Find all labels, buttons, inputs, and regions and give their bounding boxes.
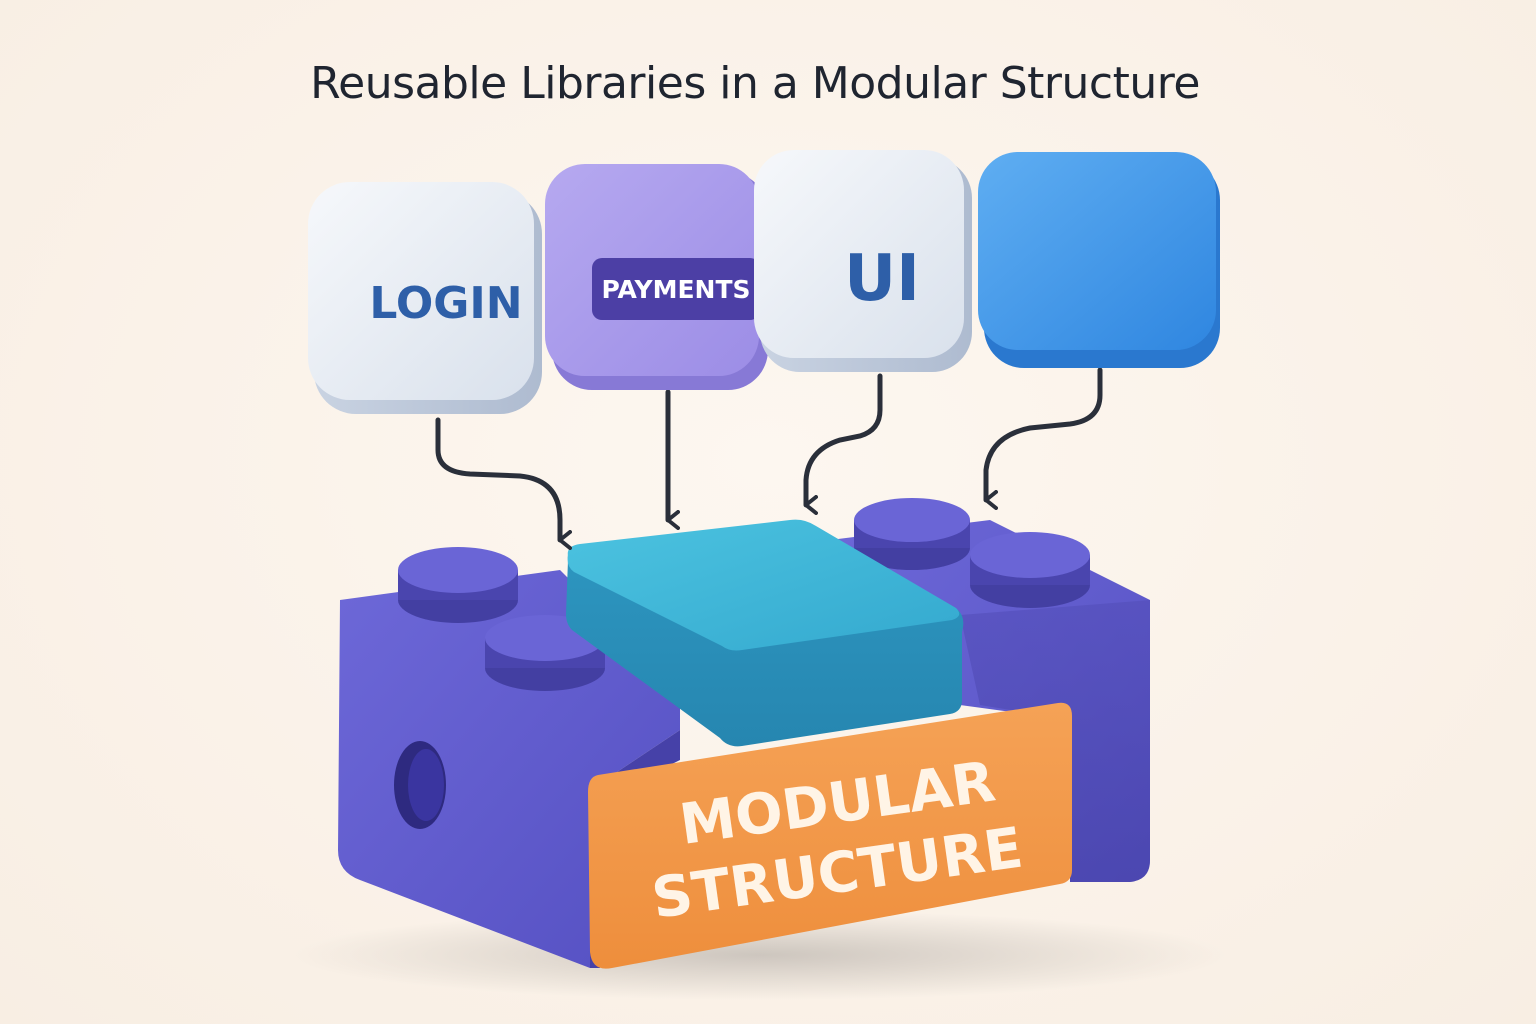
base-structure: MODULAR STRUCTURE — [338, 498, 1150, 969]
arrow-login — [435, 417, 572, 550]
module-login: LOGIN — [308, 182, 542, 414]
teal-slab — [566, 519, 964, 747]
stud — [854, 498, 970, 570]
diagram-title: Reusable Libraries in a Modular Structur… — [310, 58, 1200, 109]
module-payments: PAYMENTS — [545, 164, 768, 390]
arrow-ui — [803, 373, 883, 515]
module-label-payments: PAYMENTS — [601, 275, 750, 304]
left-brick — [338, 547, 680, 968]
module-blank-blue — [978, 152, 1220, 368]
module-ui: UI — [754, 150, 972, 372]
module-label-ui: UI — [844, 242, 920, 316]
stud — [398, 547, 518, 623]
stud — [970, 532, 1090, 608]
payments-tag — [592, 258, 760, 320]
arrow-blue-module — [983, 367, 1103, 510]
module-label-login: LOGIN — [369, 278, 522, 329]
arrows — [435, 367, 1103, 550]
